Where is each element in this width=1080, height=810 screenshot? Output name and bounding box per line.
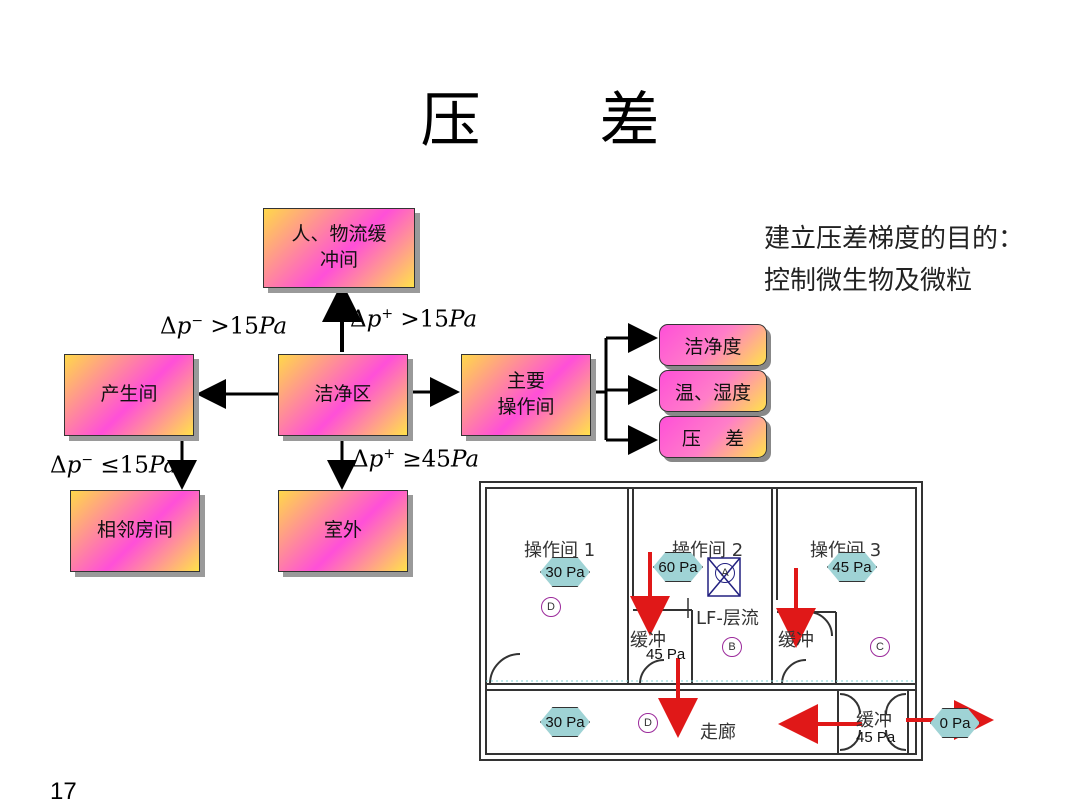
page-number: 17 — [50, 778, 77, 805]
main-operation-line-2: 操作间 — [497, 396, 555, 418]
main-operation-box: 主要 操作间 — [461, 354, 591, 436]
eq-to-dust-room: Δp− >15Pa — [160, 313, 288, 340]
marker-d-corridor: D — [638, 713, 658, 733]
marker-d-room1: D — [541, 597, 561, 617]
marker-b-buffer: B — [722, 637, 742, 657]
corridor-label: 走廊 — [700, 722, 736, 743]
outdoor-box: 室外 — [278, 490, 408, 572]
purpose-text: 建立压差梯度的目的： 控制微生物及微粒 — [764, 218, 1024, 302]
buffer-room-box: 人、物流缓 冲间 — [263, 208, 415, 288]
pressure-buffer-exit: 45 Pa — [856, 729, 896, 746]
clean-area-box: 洁净区 — [278, 354, 408, 436]
marker-c-room3: C — [870, 637, 890, 657]
eq-to-outdoor: Δp+ ≥45Pa — [352, 446, 480, 473]
main-operation-line-1: 主要 — [506, 370, 545, 393]
target-pressure-label: 压 差 — [681, 427, 745, 450]
buffer-room-line-2: 冲间 — [319, 249, 358, 271]
laminar-flow-label: LF-层流 — [696, 608, 759, 629]
dust-room-box: 产生间 — [64, 354, 194, 436]
purpose-line-2: 控制微生物及微粒 — [764, 266, 973, 296]
target-temp-humidity: 温、湿度 — [659, 370, 767, 412]
clean-area-label: 洁净区 — [314, 383, 372, 406]
outdoor-label: 室外 — [323, 519, 362, 542]
buffer-label-room2: 缓冲 — [630, 630, 666, 651]
pressure-buffer-room2: 45 Pa — [646, 646, 686, 663]
room-1-label: 操作间 1 — [524, 540, 596, 561]
target-cleanliness-label: 洁净度 — [684, 335, 742, 358]
buffer-label-room3: 缓冲 — [778, 630, 814, 651]
target-temp-humidity-label: 温、湿度 — [674, 381, 751, 404]
purpose-line-1: 建立压差梯度的目的： — [764, 224, 1025, 254]
slide-title: 压 差 — [420, 86, 710, 156]
target-cleanliness: 洁净度 — [659, 324, 767, 366]
buffer-room-line-1: 人、物流缓 — [291, 223, 387, 246]
eq-to-adjacent: Δp− ≤15Pa — [50, 452, 178, 479]
buffer-label-exit: 缓冲 — [856, 710, 892, 731]
adjacent-room-box: 相邻房间 — [70, 490, 200, 572]
dust-room-label: 产生间 — [100, 383, 158, 406]
adjacent-room-label: 相邻房间 — [96, 519, 173, 542]
target-pressure: 压 差 — [659, 416, 767, 458]
marker-a-laminar: A — [715, 563, 735, 583]
eq-to-buffer: Δp+ >15Pa — [350, 306, 478, 333]
